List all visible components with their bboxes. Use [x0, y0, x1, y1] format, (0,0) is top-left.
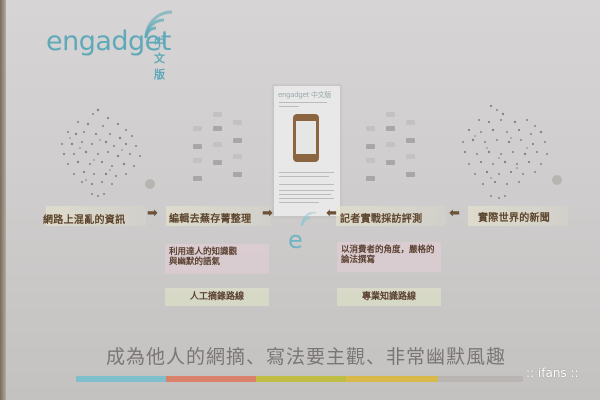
arrow-right-icon: ➡ [262, 206, 273, 221]
arrow-left-icon: ⬅ [326, 206, 337, 221]
information-cloud-right [462, 104, 562, 199]
watermark: :: ifans :: [526, 366, 579, 380]
description-line: 以消費者的角度，嚴格的 [341, 245, 435, 255]
screen-edge [0, 0, 6, 400]
color-bar-segment-blue [76, 376, 166, 382]
route-expert-knowledge: 專業知識路線 [337, 288, 441, 306]
color-bar-segment-gray [438, 376, 523, 382]
presentation-slide: engadget 中文版 [6, 0, 600, 400]
svg-text:e: e [288, 226, 303, 252]
arrow-left-icon: ⬅ [449, 206, 460, 221]
phone-icon [293, 114, 319, 162]
color-bar-segment-red [166, 376, 256, 382]
slide-headline: 成為他人的網摘、寫法要主觀、非常幽默風趣 [105, 346, 506, 368]
information-cloud-left [61, 108, 155, 197]
description-line: 論法撰寫 [341, 255, 376, 265]
reporter-tree-diagram [364, 112, 424, 197]
editor-tree-diagram [191, 112, 251, 197]
description-left: 利用達人的知識觀 與幽默的語氣 [165, 244, 269, 274]
route-manual-curation: 人工摘錄路線 [165, 288, 269, 306]
label-reporter-review: 記者實戰採訪評測 [340, 214, 423, 225]
wifi-waves-icon [144, 10, 173, 39]
arrow-right-icon: ➡ [147, 206, 158, 221]
color-bar-segment-yellow [346, 376, 438, 382]
color-bar-segment-olive [256, 376, 346, 382]
mockup-header: engadget 中文版 [278, 91, 332, 99]
label-editor-curation: 編輯去蕪存菁整理 [169, 214, 252, 225]
article-page-mockup: engadget 中文版 [273, 85, 341, 217]
engadget-e-icon: e [288, 212, 317, 252]
label-band [46, 206, 146, 226]
label-real-world-news: 實際世界的新聞 [478, 213, 551, 224]
description-line: 與幽默的語氣 [169, 257, 221, 267]
label-band [468, 206, 568, 226]
label-online-chaos: 網路上混亂的資訊 [43, 215, 126, 226]
label-band [166, 206, 271, 226]
description-right: 以消費者的角度，嚴格的 論法撰寫 [337, 242, 441, 272]
label-band [336, 206, 446, 226]
logo-wordmark: engadget [46, 26, 171, 57]
logo-suffix: 中文版 [154, 36, 165, 81]
description-line: 利用達人的知識觀 [169, 247, 238, 257]
